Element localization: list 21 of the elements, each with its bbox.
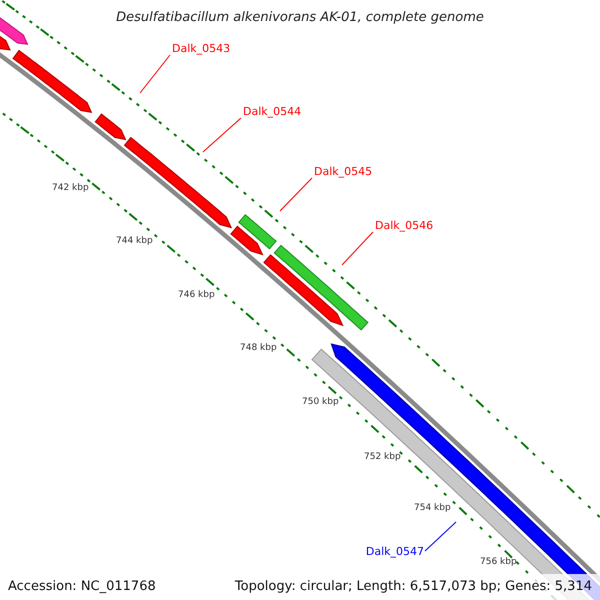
leader-line (280, 178, 312, 212)
position-label: 756 kbp (480, 557, 517, 568)
position-label: 752 kbp (364, 452, 401, 463)
footer-text: Accession: NC_011768 (8, 578, 156, 596)
leader-line (424, 522, 456, 552)
leader-line (342, 232, 374, 266)
gene-label: Dalk_0544 (243, 105, 302, 118)
gene-label: Dalk_0547 (366, 545, 424, 558)
position-label: 754 kbp (414, 503, 451, 514)
leader-line (202, 118, 242, 152)
title: Desulfatibacillum alkenivorans AK-01, complete genome (115, 9, 485, 27)
gene-label: Dalk_0546 (375, 219, 434, 232)
position-label: 746 kbp (178, 290, 215, 301)
leader-line (140, 54, 170, 94)
position-label: 750 kbp (302, 397, 339, 408)
gene-label: Dalk_0543 (172, 42, 230, 55)
gene-label: Dalk_0545 (314, 165, 372, 178)
footer-text: Topology: circular; Length: 6,517,073 bp; Genes: 5,314 (234, 578, 592, 596)
position-label: 744 kbp (116, 236, 153, 247)
position-label: 748 kbp (240, 343, 277, 354)
position-label: 742 kbp (52, 183, 89, 194)
